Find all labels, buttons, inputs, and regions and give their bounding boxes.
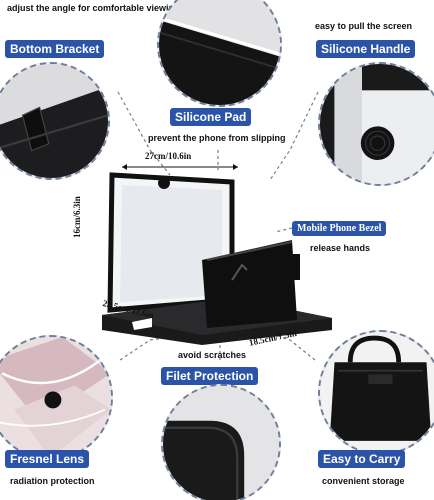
bottom-bracket-caption: adjust the angle for comfortable viewing (7, 3, 180, 13)
fresnel-lens-closeup-icon (0, 335, 113, 460)
silicone-pad-caption: prevent the phone from slipping (148, 133, 286, 143)
bracket-closeup-icon (0, 62, 110, 180)
mobile-bezel-caption: release hands (310, 243, 371, 253)
fresnel-lens-label: Fresnel Lens (5, 450, 90, 468)
corner-closeup-icon (161, 384, 281, 500)
silicone-handle-label: Silicone Handle (316, 40, 416, 58)
silicone-handle-closeup-icon (318, 62, 434, 186)
handbag-icon (318, 330, 434, 455)
width-arrow (122, 164, 238, 170)
silicone-pad-closeup-icon (157, 0, 282, 107)
silicone-handle-caption: easy to pull the screen (315, 21, 413, 31)
filet-protection-caption: avoid scratches (178, 350, 247, 360)
easy-carry-label: Easy to Carry (318, 450, 406, 468)
mobile-bezel-label: Mobile Phone Bezel (292, 221, 387, 236)
screen-magnifier-product (102, 172, 332, 345)
easy-carry-caption: convenient storage (322, 476, 405, 486)
filet-protection-label: Filet Protection (161, 367, 259, 385)
silicone-pad-label: Silicone Pad (170, 108, 252, 126)
width-dimension: 27cm/10.6in (145, 151, 192, 161)
bottom-bracket-label: Bottom Bracket (5, 40, 105, 58)
height-dimension: 16cm/6.3in (72, 196, 82, 238)
fresnel-lens-caption: radiation protection (10, 476, 95, 486)
